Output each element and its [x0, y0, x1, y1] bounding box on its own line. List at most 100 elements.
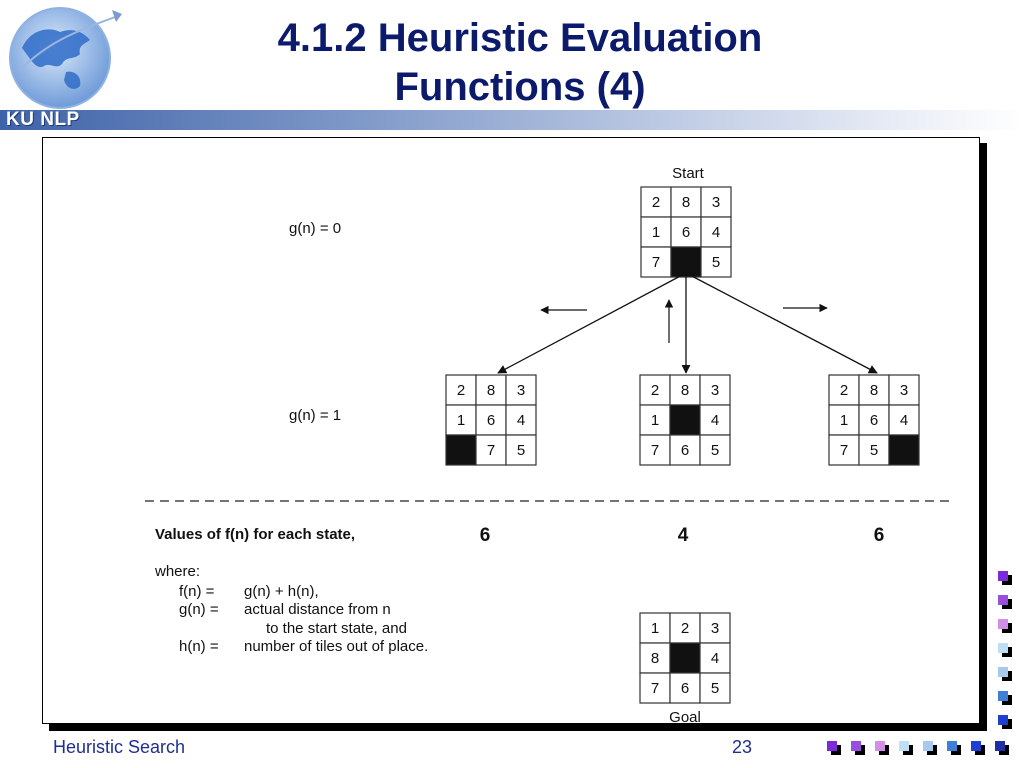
- child-middle-tile-number: 4: [711, 412, 719, 429]
- decorative-square: [899, 741, 913, 755]
- child-left-tile: [505, 404, 537, 436]
- start-blank-tile: [670, 246, 702, 278]
- start-tile-number: 6: [682, 224, 690, 241]
- child-right-tile-number: 4: [900, 412, 908, 429]
- decorative-square: [998, 619, 1012, 633]
- child-left-tile: [505, 374, 537, 406]
- child-left-tile-number: 8: [487, 382, 495, 399]
- child-left-tile-number: 2: [457, 382, 465, 399]
- goal-tile-number: 3: [711, 620, 719, 637]
- decorative-square: [923, 741, 937, 755]
- child-left-tile: [505, 434, 537, 466]
- child-left-tile-number: 4: [517, 412, 525, 429]
- child-middle-tile: [699, 434, 731, 466]
- goal-tile: [639, 642, 671, 674]
- child-right-tile-number: 7: [840, 442, 848, 459]
- child-middle-tile-number: 8: [681, 382, 689, 399]
- def-g-desc-cont: to the start state, and: [266, 620, 407, 637]
- goal-tile: [699, 672, 731, 704]
- def-h-desc: number of tiles out of place.: [244, 638, 428, 655]
- decorative-square: [947, 741, 961, 755]
- child-middle-blank-tile: [669, 404, 701, 436]
- goal-tile: [639, 672, 671, 704]
- g1-label: g(n) = 1: [289, 407, 341, 424]
- child-right-tile: [858, 434, 890, 466]
- child-middle-tile-number: 2: [651, 382, 659, 399]
- child-left-tile-number: 6: [487, 412, 495, 429]
- decorative-square: [995, 741, 1009, 755]
- decorative-square: [998, 667, 1012, 681]
- decorative-square: [875, 741, 889, 755]
- search-tree-diagram: Start g(n) = 0 g(n) = 1 2 8 3 1 6 4 7 5 2 8 3 1 6 4 7…: [145, 165, 953, 723]
- f-value-middle: 4: [678, 525, 689, 546]
- goal-tile-number: 1: [651, 620, 659, 637]
- header-band: [0, 110, 1024, 130]
- decorative-square: [827, 741, 841, 755]
- edge-to-left: [497, 272, 687, 374]
- goal-tile: [699, 642, 731, 674]
- child-middle-tile-number: 3: [711, 382, 719, 399]
- footer-title: Heuristic Search: [53, 737, 186, 757]
- start-tile: [640, 216, 672, 248]
- start-tile-number: 5: [712, 254, 720, 271]
- decorative-square: [998, 595, 1012, 609]
- start-tile-number: 3: [712, 194, 720, 211]
- start-tile: [640, 246, 672, 278]
- child-middle-tile-number: 5: [711, 442, 719, 459]
- decorative-square: [998, 643, 1012, 657]
- goal-tile-number: 7: [651, 680, 659, 697]
- child-left-tile: [475, 404, 507, 436]
- goal-label: Goal: [669, 709, 701, 723]
- decorative-square: [851, 741, 865, 755]
- g0-label: g(n) = 0: [289, 220, 341, 237]
- child-right-tile-number: 3: [900, 382, 908, 399]
- child-right-tile: [858, 404, 890, 436]
- start-tile-number: 8: [682, 194, 690, 211]
- f-value-right: 6: [874, 525, 885, 546]
- start-tile-number: 4: [712, 224, 720, 241]
- child-left-blank-tile: [445, 434, 477, 466]
- start-tile: [700, 216, 732, 248]
- goal-tile: [699, 612, 731, 644]
- child-right-tile-number: 8: [870, 382, 878, 399]
- child-left-tile: [445, 404, 477, 436]
- def-f-term: f(n) =: [179, 583, 215, 600]
- goal-tile-number: 5: [711, 680, 719, 697]
- child-middle-tile: [669, 434, 701, 466]
- child-middle-tile: [639, 434, 671, 466]
- where-label: where:: [154, 563, 200, 580]
- decorative-square: [998, 715, 1012, 729]
- child-left-tile-number: 3: [517, 382, 525, 399]
- goal-tile-number: 4: [711, 650, 719, 667]
- def-h-term: h(n) =: [179, 638, 219, 655]
- edge-to-right: [685, 272, 878, 374]
- start-label: Start: [672, 165, 705, 182]
- child-left-tile-number: 7: [487, 442, 495, 459]
- child-left-tile: [475, 434, 507, 466]
- child-right-tile-number: 2: [840, 382, 848, 399]
- decorative-square: [998, 691, 1012, 705]
- decorative-square: [998, 571, 1012, 585]
- start-tile: [700, 246, 732, 278]
- f-value-left: 6: [480, 525, 491, 546]
- goal-tile: [669, 672, 701, 704]
- start-tile-number: 7: [652, 254, 660, 271]
- child-middle-tile: [699, 404, 731, 436]
- child-middle-tile: [699, 374, 731, 406]
- start-tile: [670, 216, 702, 248]
- goal-tile-number: 2: [681, 620, 689, 637]
- child-right-tile: [828, 434, 860, 466]
- child-left-tile: [445, 374, 477, 406]
- child-middle-tile-number: 1: [651, 412, 659, 429]
- decorative-square: [971, 741, 985, 755]
- child-right-tile-number: 6: [870, 412, 878, 429]
- globe-logo-icon: [9, 7, 122, 109]
- def-f-desc: g(n) + h(n),: [244, 583, 319, 600]
- page-number: 23: [732, 737, 753, 757]
- child-left-tile-number: 1: [457, 412, 465, 429]
